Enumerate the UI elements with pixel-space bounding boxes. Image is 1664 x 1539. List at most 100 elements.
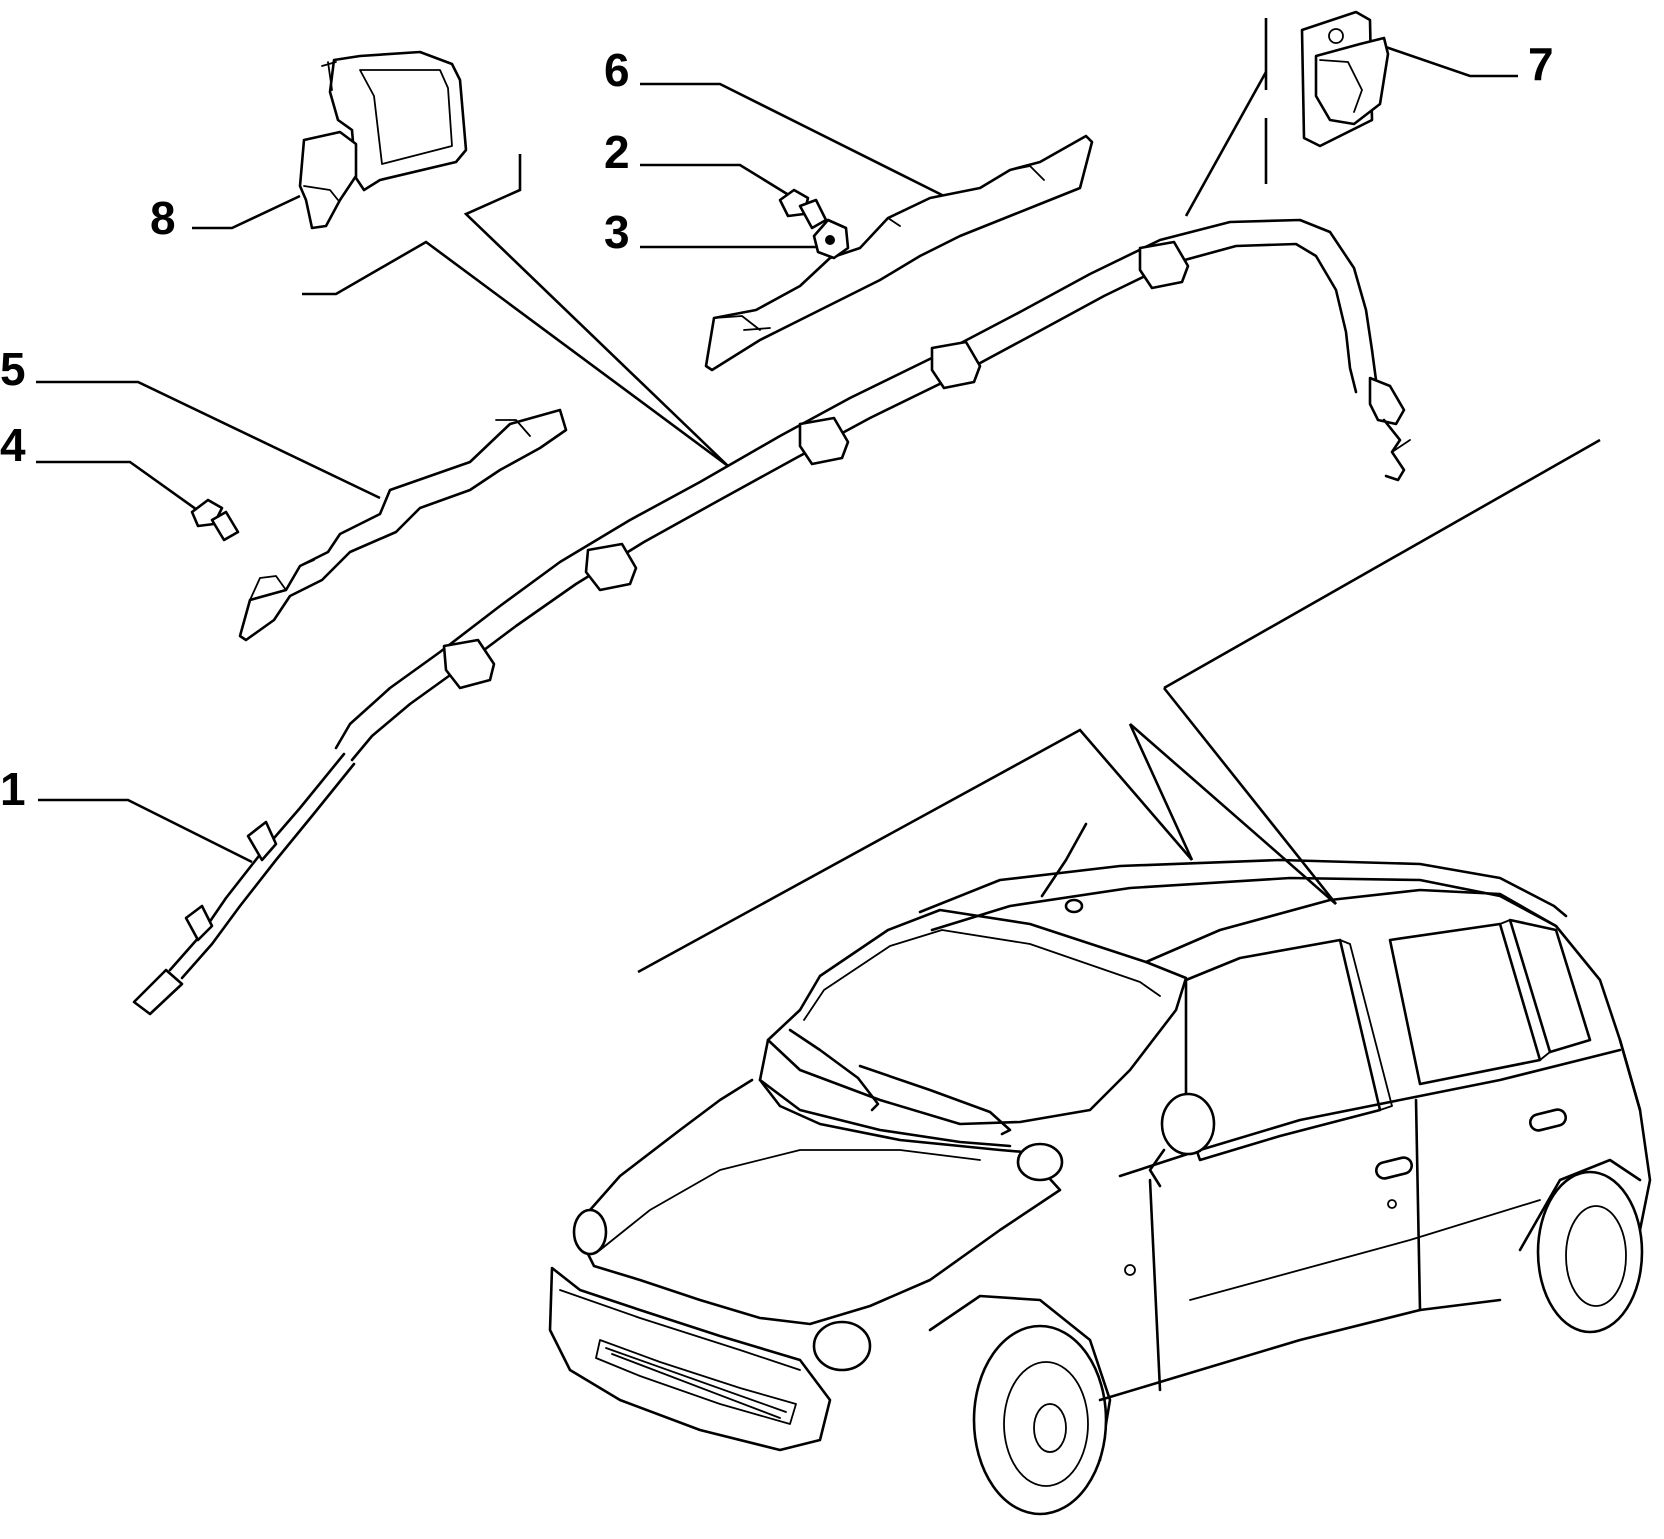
break-lines: [302, 18, 1601, 974]
vehicle-grille: [595, 1339, 797, 1425]
airbag-gas-generator-tip: [132, 968, 184, 1016]
bracket-5: [238, 408, 568, 642]
vehicle-headlight-left: [572, 1208, 608, 1256]
leader-5: [36, 380, 381, 500]
vehicle-headlight-upper: [1016, 1142, 1064, 1182]
vehicle-front-door: [1148, 1098, 1422, 1392]
bracket-6-slot: [743, 327, 771, 331]
vehicle-mirror: [1160, 1092, 1216, 1156]
vehicle-front-wheel: [972, 1324, 1108, 1516]
bracket-5-flange: [249, 419, 531, 601]
vehicle-front-hub-center: [1033, 1403, 1067, 1453]
callout-5: 5: [0, 343, 26, 395]
leader-8: [192, 194, 301, 230]
callout-1: 1: [0, 763, 26, 815]
leader-6: [640, 82, 949, 200]
vehicle-roof-inner: [930, 876, 1558, 932]
vehicle-wiper-left: [788, 1028, 880, 1112]
vehicle-front-wheel-arch: [928, 1294, 1112, 1462]
vehicle-front-hub: [1003, 1361, 1089, 1487]
clip-7-detail: [1319, 59, 1363, 113]
airbag-wire-upper: [168, 752, 346, 972]
vehicle-door-handle-rear: [1528, 1108, 1568, 1132]
airbag-end-wire: [1391, 439, 1411, 453]
callout-3: 3: [604, 206, 630, 258]
callout-4: 4: [0, 419, 26, 471]
bracket-8-outer: [328, 50, 468, 192]
vehicle-grille-slats: [605, 1347, 787, 1419]
vehicle-roof: [918, 858, 1568, 918]
airbag-fixing-tab: [246, 820, 278, 862]
vehicle-antenna: [1040, 822, 1088, 898]
leader-7: [1379, 43, 1518, 78]
airbag-end-connector: [1368, 376, 1406, 482]
vehicle-door-trim: [1189, 1199, 1541, 1301]
vehicle-indicator: [1124, 1264, 1136, 1276]
vehicle-headlight-right: [812, 1320, 872, 1372]
airbag-clip: [442, 638, 496, 690]
vehicle-side-upper: [1144, 888, 1642, 1112]
clip-7-hook: [1314, 36, 1390, 126]
vehicle-window-quarter: [1508, 918, 1592, 1054]
break-line: [302, 240, 729, 468]
bracket-6: [704, 134, 1094, 372]
break-line: [463, 154, 729, 467]
airbag-clip-group: [442, 240, 1190, 690]
vehicle-c-pillar: [1499, 919, 1551, 1061]
nut-3-hole: [825, 235, 835, 245]
vehicle-rear-hub: [1565, 1205, 1627, 1307]
bracket-5-body: [238, 408, 568, 642]
vehicle-door-handle-front: [1374, 1156, 1414, 1180]
vehicle-bumper-line: [559, 1289, 801, 1371]
vehicle-windscreen: [766, 908, 1188, 1126]
vehicle-antenna-base: [1064, 898, 1084, 914]
callout-view-line: [1162, 687, 1338, 905]
bracket-8-hook: [303, 185, 339, 201]
airbag-clip: [1138, 240, 1190, 290]
airbag-clip: [584, 542, 638, 592]
vehicle-sill: [1098, 1298, 1502, 1402]
vehicle-bumper: [548, 1266, 832, 1452]
leader-2: [640, 163, 793, 199]
airbag-tube-lower-edge: [350, 242, 1358, 762]
curtain-airbag: [132, 218, 1411, 1016]
callout-6: 6: [604, 44, 630, 96]
bracket-8: [298, 50, 468, 230]
callout-7: 7: [1528, 38, 1554, 90]
callout-8: 8: [150, 192, 176, 244]
bracket-8-pin: [321, 61, 337, 91]
vehicle-hood: [578, 1038, 1062, 1326]
bolt-2: [778, 188, 828, 230]
bracket-6-body: [704, 134, 1094, 372]
break-line: [1184, 71, 1268, 217]
vehicle-wiper-right: [858, 1064, 1012, 1136]
clip-7-hole: [1328, 28, 1344, 44]
callout-2: 2: [604, 126, 630, 178]
bolt-4: [190, 498, 240, 542]
vehicle-b-pillar: [1339, 939, 1393, 1111]
bracket-8-inner: [359, 69, 453, 165]
callout-view-line: [637, 728, 1193, 974]
vehicle-windscreen-inner: [803, 929, 1161, 1021]
leader-1: [38, 798, 253, 864]
bolt-4-shank: [210, 510, 240, 542]
bolt-2-shank: [798, 198, 828, 230]
leader-lines: [36, 43, 1518, 864]
airbag-clip: [930, 340, 982, 390]
vehicle-fuel-lock: [1387, 1199, 1397, 1209]
callout-view-line: [1129, 723, 1337, 905]
vehicle-rear: [1618, 1038, 1652, 1232]
callout-view-line: [1163, 438, 1601, 690]
nut-3: [812, 218, 850, 260]
vehicle-mirror-arm: [1148, 1148, 1166, 1188]
bracket-8-tab: [298, 130, 358, 230]
clip-7: [1300, 10, 1390, 148]
airbag-fixing-tab: [184, 904, 214, 942]
airbag-wire-lower: [180, 762, 356, 980]
airbag-clip: [798, 416, 850, 466]
bracket-6-flange: [713, 165, 1045, 331]
vehicle-illustration: [548, 822, 1652, 1516]
leader-4: [36, 460, 201, 514]
vehicle-cowl: [758, 1078, 1012, 1148]
